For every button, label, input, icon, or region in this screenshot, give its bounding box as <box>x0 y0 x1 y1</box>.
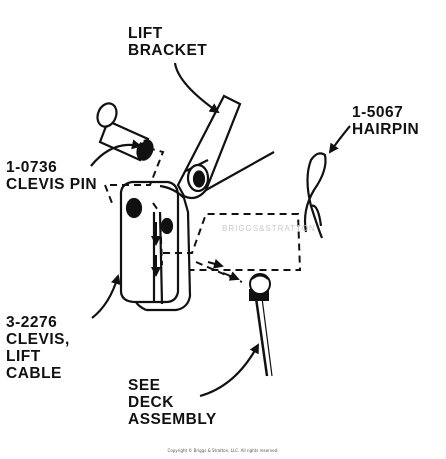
clevis-pin-part <box>96 102 154 162</box>
label-line: HAIRPIN <box>352 121 420 138</box>
copyright-notice: Copyright © Briggs & Stratton, LLC. All … <box>167 448 279 453</box>
label-clevis-lift-cable: 3-2276 CLEVIS, LIFT CABLE <box>6 314 70 382</box>
label-see-deck-assembly: SEE DECK ASSEMBLY <box>128 377 217 428</box>
hairpin-part <box>303 152 327 239</box>
lift-bracket-part <box>176 94 275 200</box>
label-line: DECK <box>128 394 174 411</box>
label-line: 3-2276 <box>6 314 58 331</box>
label-line: CLEVIS, <box>6 331 70 348</box>
label-line: BRACKET <box>128 42 208 59</box>
label-line: CLEVIS PIN <box>6 176 98 193</box>
label-line: LIFT <box>128 25 163 42</box>
label-clevis-pin: 1-0736 CLEVIS PIN <box>6 159 97 193</box>
leader-arrows <box>90 62 351 398</box>
label-hairpin: 1-5067 HAIRPIN <box>352 104 419 138</box>
lift-cable-part <box>249 273 273 377</box>
label-line: SEE <box>128 377 161 394</box>
label-line: ASSEMBLY <box>128 411 217 428</box>
label-line: CABLE <box>6 365 62 382</box>
label-lift-bracket: LIFT BRACKET <box>128 25 207 59</box>
watermark: BRIGGS&STRATTON <box>222 224 316 233</box>
label-line: 1-5067 <box>352 104 404 121</box>
label-line: 1-0736 <box>6 159 58 176</box>
clevis-part <box>119 180 192 312</box>
label-line: LIFT <box>6 348 41 365</box>
insert-arrows <box>151 222 240 281</box>
